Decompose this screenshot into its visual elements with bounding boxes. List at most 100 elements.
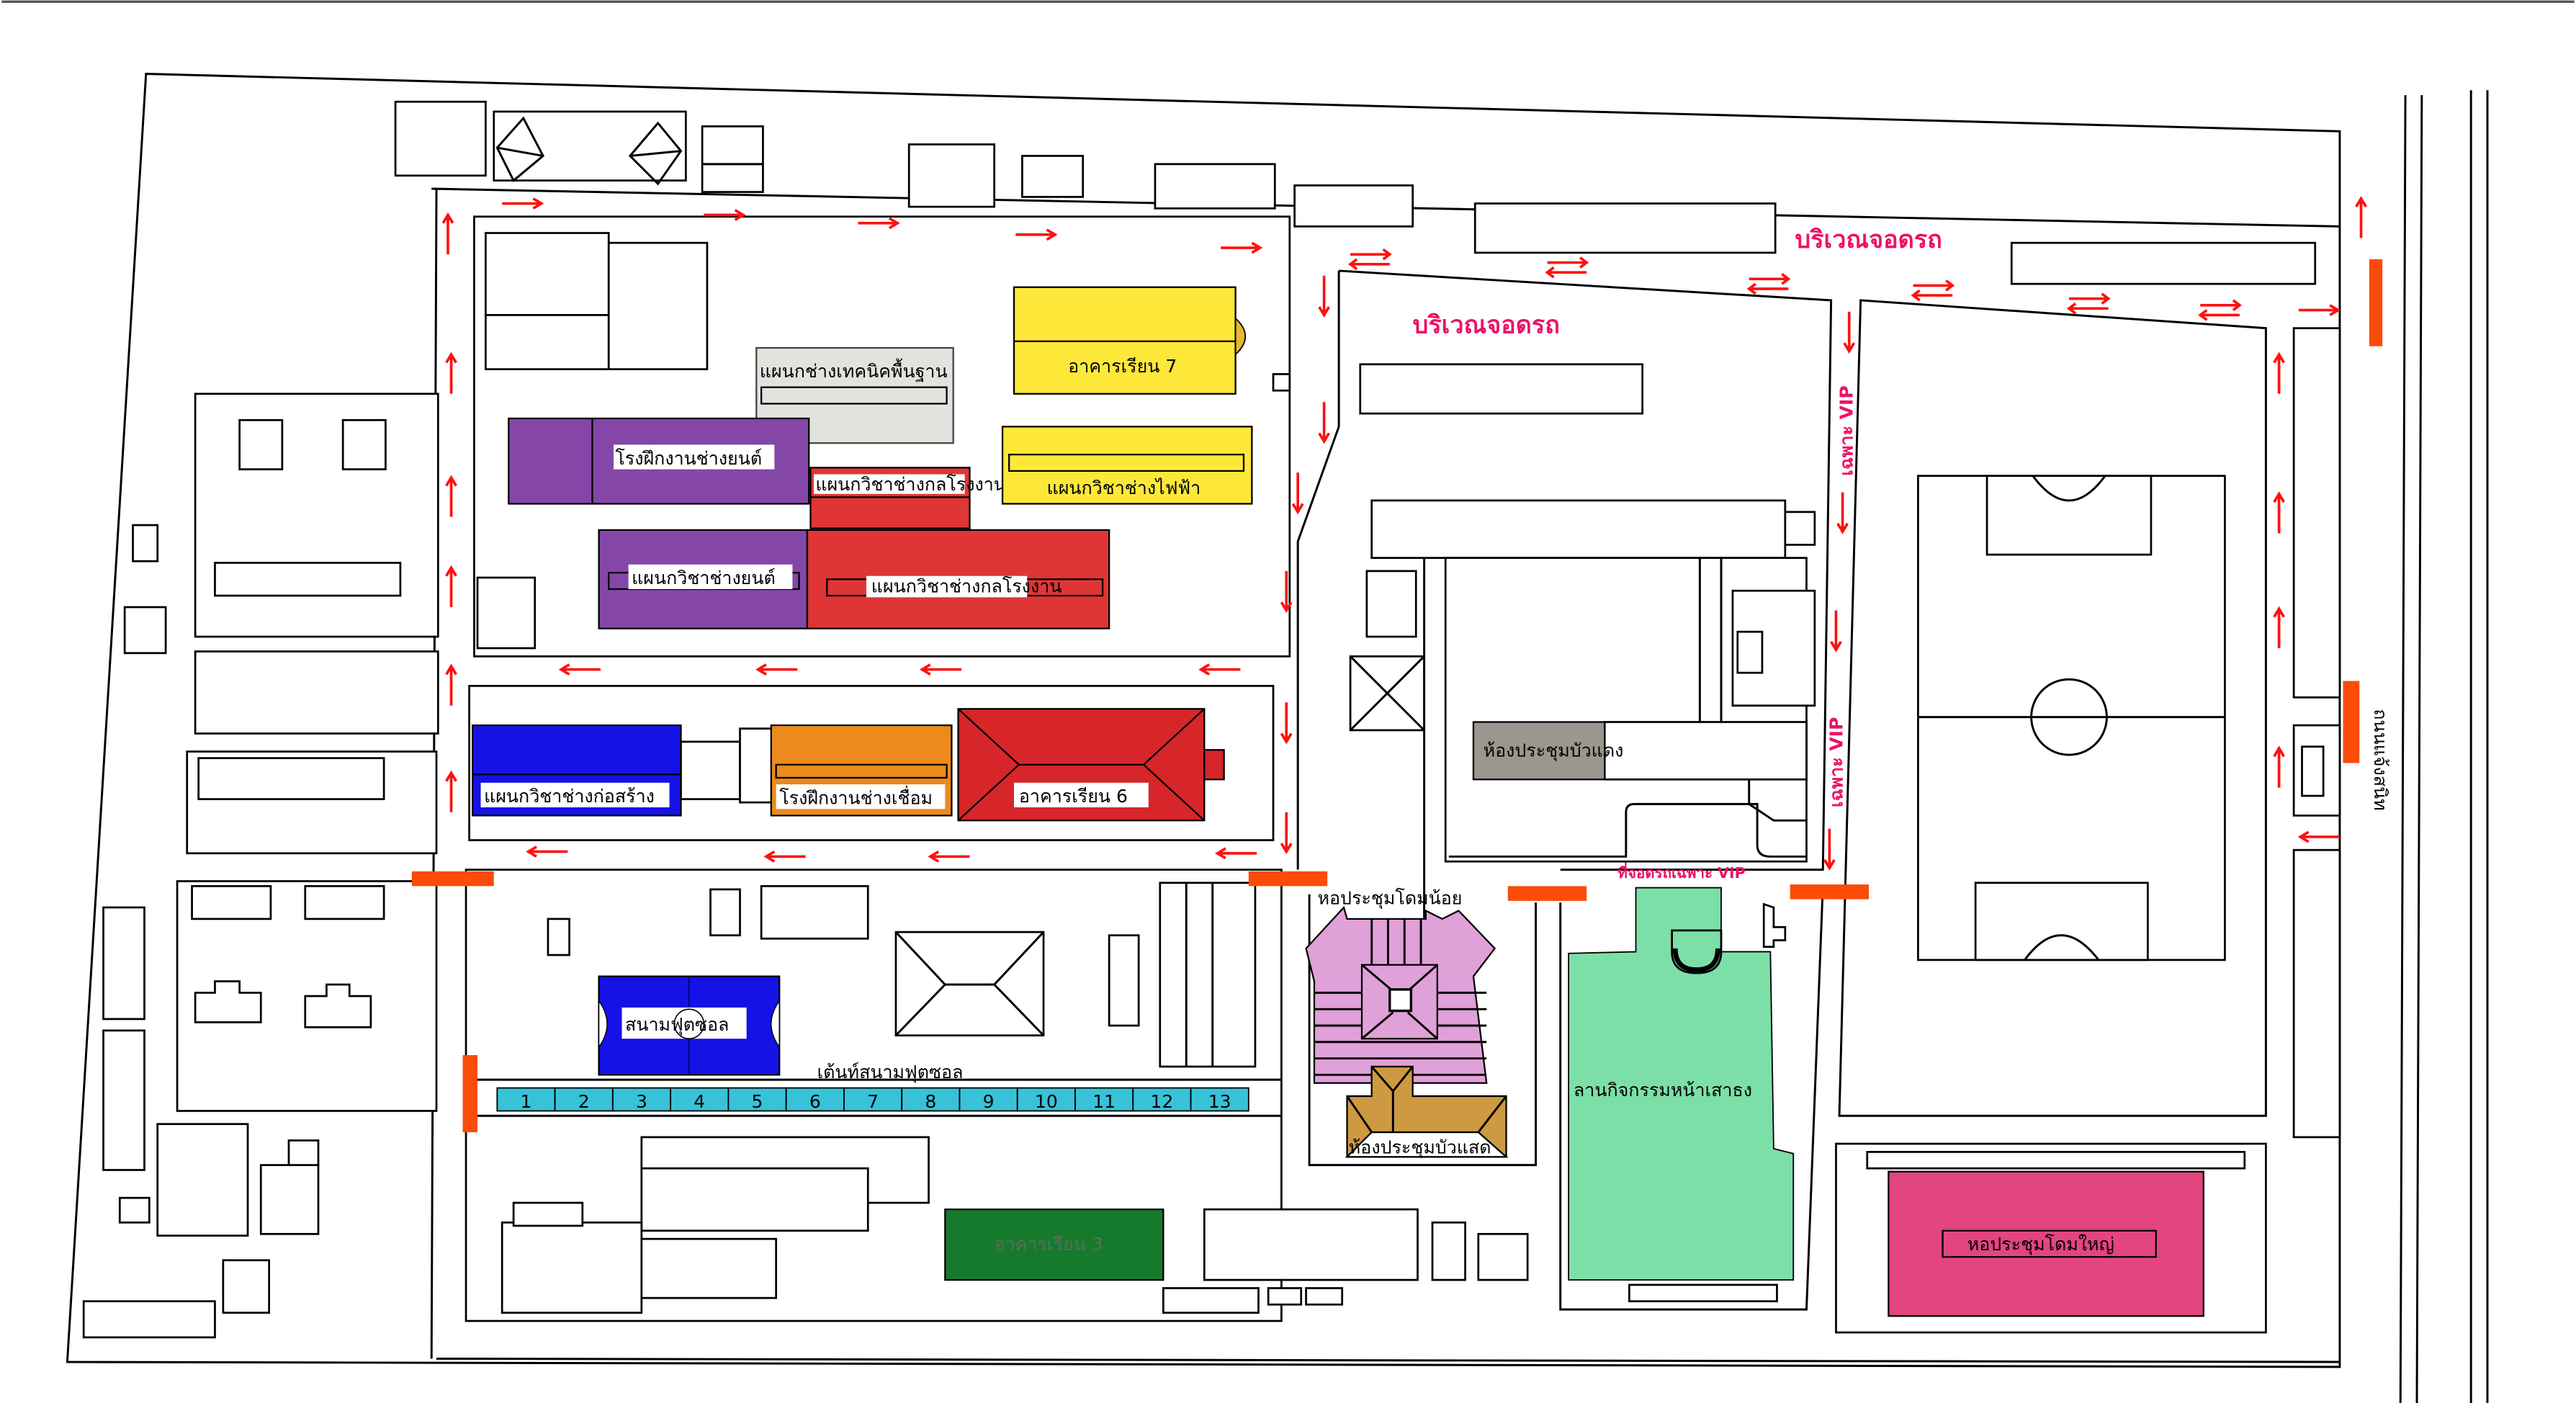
building7-label: อาคารเรียน 7 (1068, 356, 1177, 377)
electrical-label: แผนกวิชาช่างไฟฟ้า (1047, 478, 1201, 498)
misc-buildings-upper (476, 232, 1291, 650)
direction-arrow-icon (763, 850, 806, 863)
direction-arrow-icon (704, 209, 746, 221)
center-buildings (1349, 363, 1816, 919)
machine-dept: แผนกวิชาช่างกลโรงงาน (806, 529, 1110, 629)
direction-arrow-icon (1348, 248, 1392, 271)
auto-dept: แผนกวิชาช่างยนต์ (598, 529, 809, 629)
machine-shop-small: แผนกวิชาช่างกลโรงงาน (809, 467, 1006, 529)
big-dome-label: หอประชุมโดมใหญ่ (1967, 1234, 2114, 1255)
right-strip-buildings (2292, 327, 2341, 1139)
tent-number: 8 (925, 1091, 936, 1112)
building3-label: อาคารเรียน 3 (995, 1234, 1103, 1255)
machine-small-label: แผนกวิชาช่างกลโรงงาน (815, 474, 1006, 495)
direction-arrow-icon (1545, 256, 1589, 279)
tent-number: 1 (520, 1091, 531, 1112)
direction-arrow-icon (1280, 812, 1293, 855)
bua-daeng-label: ห้องประชุมบัวแดง (1484, 740, 1624, 761)
direction-arrow-icon (1911, 279, 1955, 302)
direction-arrow-icon (445, 565, 457, 607)
tent-number: 10 (1035, 1091, 1058, 1112)
plaza-zone (1559, 886, 1824, 1311)
building-7: อาคารเรียน 7 (1013, 286, 1247, 395)
connector-building (739, 727, 774, 804)
auto-dept-label: แผนกวิชาช่างยนต์ (632, 568, 776, 588)
vip-lane-label: เฉพาะ VIP (1836, 385, 1857, 475)
bua-saed-room: ห้องประชุมบัวแสด (1345, 1065, 1509, 1159)
tent-cell (496, 1087, 556, 1112)
direction-arrow-icon (2273, 745, 2286, 788)
small-dome (1305, 905, 1496, 1084)
direction-arrow-icon (858, 217, 900, 230)
tent-number: 4 (694, 1091, 705, 1112)
direction-arrow-icon (1280, 570, 1293, 614)
basic-tech-label: แผนกช่างเทคนิคพื้นฐาน (760, 358, 948, 382)
building-6: อาคารเรียน 6 (957, 708, 1225, 822)
tent-number: 6 (809, 1091, 821, 1112)
barrier-gates (411, 259, 2383, 1133)
direction-arrow-icon (2273, 351, 2286, 394)
direction-arrow-icon (1318, 402, 1331, 444)
sports-zone (1838, 299, 2267, 1117)
direction-arrow-icon (558, 663, 601, 676)
direction-arrow-icon (1318, 275, 1331, 318)
direction-arrow-icon (526, 846, 568, 858)
direction-arrow-icon (755, 663, 798, 676)
direction-arrow-icon (1746, 273, 1791, 295)
electrical-dept: แผนกวิชาช่างไฟฟ้า (1001, 426, 1253, 505)
direction-arrow-icon (1280, 702, 1293, 745)
center-zone (1296, 269, 1833, 871)
direction-arrow-icon (1198, 663, 1241, 676)
direction-arrow-icon (1221, 241, 1263, 254)
traffic-arrows (441, 196, 2367, 871)
direction-arrow-icon (1830, 610, 1842, 653)
direction-arrow-icon (2355, 196, 2367, 238)
tent-number: 9 (983, 1091, 995, 1112)
direction-arrow-icon (1823, 828, 1836, 871)
direction-arrow-icon (928, 850, 970, 863)
basic-tech-building: แผนกช่างเทคนิคพื้นฐาน (755, 346, 954, 444)
main-road (2399, 90, 2489, 1403)
tent-cell (901, 1087, 961, 1112)
tent-number: 3 (636, 1091, 647, 1112)
lower-buildings (501, 882, 1529, 1314)
direction-arrow-icon (2066, 292, 2111, 315)
parking-label-top: บริเวณจอดรถ (1795, 225, 1942, 254)
flag-plaza-label: ลานกิจกรรมหน้าเสาธง (1574, 1080, 1752, 1101)
parking-label-center: บริเวณจอดรถ (1413, 311, 1560, 340)
tent-cell (1190, 1087, 1249, 1112)
big-dome: หอประชุมโดมใหญ่ (1835, 1142, 2267, 1334)
construction-label: แผนกวิชาช่างก่อสร้าง (484, 786, 655, 807)
welding-label: โรงฝึกงานช่างเชื่อม (779, 785, 933, 808)
tent-number: 5 (752, 1091, 763, 1112)
road-name-label: ถนนแจ้งสนิท (2370, 709, 2391, 810)
construction-dept: แผนกวิชาช่างก่อสร้าง (472, 724, 682, 817)
left-buildings (82, 393, 439, 1339)
direction-arrow-icon (1836, 492, 1849, 534)
tent-cell (1132, 1087, 1192, 1112)
vip-lane-label: เฉพาะ VIP (1826, 717, 1847, 807)
direction-arrow-icon (445, 770, 457, 812)
direction-arrow-icon (2273, 491, 2286, 534)
futsal-label: สนามฟุตซอล (625, 1014, 729, 1036)
auto-workshop-label: โรงฝึกงานช่างยนต์ (615, 448, 762, 469)
tent-number: 7 (867, 1091, 879, 1112)
direction-arrow-icon (2198, 299, 2242, 321)
bua-daeng-room: ห้องประชุมบัวแดง (1472, 721, 1624, 781)
dome-zone (1308, 894, 1538, 1167)
direction-arrow-icon (2273, 606, 2286, 648)
direction-arrow-icon (1843, 311, 1856, 354)
direction-arrow-icon (445, 475, 457, 517)
connector-building (680, 740, 741, 800)
tent-number: 13 (1208, 1091, 1231, 1112)
direction-arrow-icon (919, 663, 962, 676)
machine-dept-label: แผนกวิชาช่างกลโรงงาน (871, 575, 1062, 596)
direction-arrow-icon (445, 351, 457, 394)
football-field (1917, 475, 2226, 962)
direction-arrow-icon (1015, 228, 1058, 241)
tent-cell (727, 1087, 787, 1112)
direction-arrow-icon (2297, 830, 2340, 843)
tent-number: 12 (1150, 1091, 1173, 1112)
tent-cell (611, 1087, 672, 1112)
direction-arrow-icon (2298, 304, 2341, 317)
